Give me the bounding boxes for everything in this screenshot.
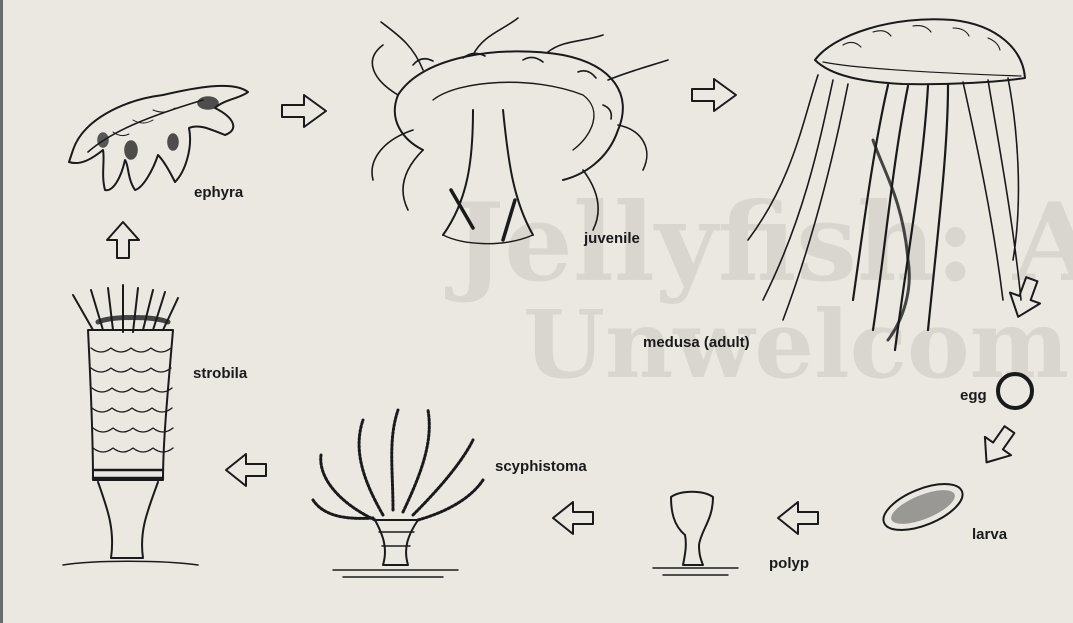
polyp-illustration [653, 492, 738, 575]
arrow-juvenile-to-medusa [692, 79, 736, 111]
label-juvenile: juvenile [584, 230, 640, 247]
arrow-scyphistoma-to-strobila [226, 454, 266, 486]
arrow-polyp-to-scyphistoma [553, 502, 593, 534]
larva-illustration [877, 475, 968, 540]
arrow-ephyra-to-juvenile [282, 95, 326, 127]
arrow-larva-to-polyp [778, 502, 818, 534]
label-medusa: medusa (adult) [643, 334, 750, 351]
jellyfish-life-cycle-diagram [3, 0, 1073, 623]
medusa-illustration [748, 19, 1025, 350]
scyphistoma-illustration [313, 410, 483, 577]
arrow-medusa-to-egg [1003, 274, 1047, 323]
label-polyp: polyp [769, 555, 809, 572]
juvenile-illustration [372, 18, 668, 244]
label-ephyra: ephyra [194, 184, 243, 201]
strobila-illustration [63, 285, 198, 565]
ephyra-illustration [69, 86, 248, 190]
label-strobila: strobila [193, 365, 247, 382]
arrow-strobila-to-ephyra [107, 222, 139, 258]
label-scyphistoma: scyphistoma [495, 458, 587, 475]
label-larva: larva [972, 526, 1007, 543]
arrow-egg-to-larva [973, 420, 1022, 471]
label-egg: egg [960, 387, 987, 404]
egg-illustration [998, 374, 1032, 408]
